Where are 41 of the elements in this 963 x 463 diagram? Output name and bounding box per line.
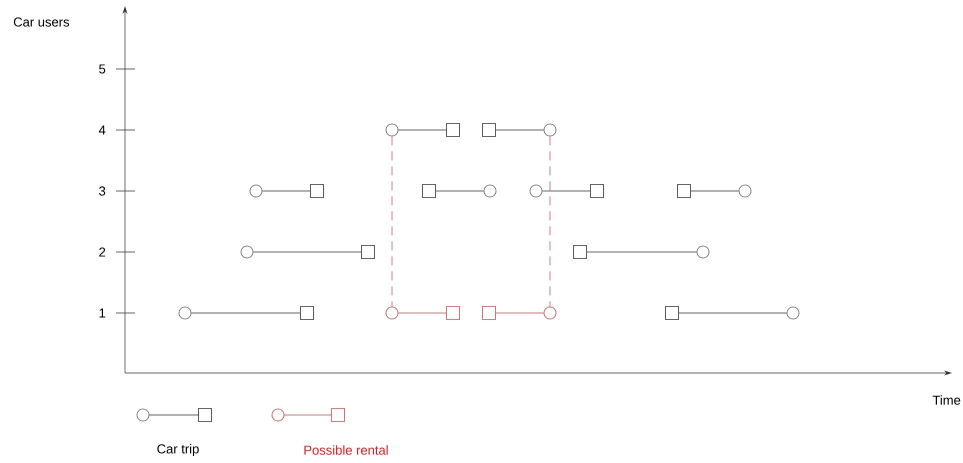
circle-marker <box>696 246 710 258</box>
square-marker <box>300 306 314 320</box>
circle-marker <box>240 246 254 258</box>
tick-label: 4 <box>98 126 106 134</box>
square-marker <box>665 306 679 320</box>
circle-marker <box>544 306 556 320</box>
trip-line <box>191 312 300 314</box>
legend-text: Possible rental <box>304 445 388 455</box>
circle-marker <box>544 124 556 136</box>
circle-marker <box>250 184 262 198</box>
square-marker <box>310 184 324 198</box>
square-marker <box>482 123 496 137</box>
circle-marker <box>484 184 496 198</box>
trip-line <box>496 312 544 314</box>
tick-label: 1 <box>100 308 106 318</box>
square-marker <box>590 184 604 198</box>
square-marker <box>677 184 691 198</box>
circle-marker <box>178 306 192 320</box>
circle-marker <box>530 184 542 198</box>
tick-label: 3 <box>99 186 106 196</box>
trip-line <box>436 190 484 192</box>
trip-line <box>398 312 446 314</box>
square-marker <box>446 306 460 320</box>
tick-label: 5 <box>99 64 106 74</box>
axis-title: Car users <box>14 17 70 27</box>
circle-marker <box>786 306 800 320</box>
trip-line <box>542 190 590 192</box>
circle-marker <box>738 184 752 198</box>
trip-line <box>690 190 739 192</box>
trip-line <box>678 312 787 314</box>
circle-marker <box>386 124 398 136</box>
square-marker <box>482 306 496 320</box>
square-marker <box>446 123 460 137</box>
square-marker <box>361 245 375 259</box>
square-marker <box>573 245 587 259</box>
square-marker <box>422 184 436 198</box>
legend-text: Car trip <box>157 444 199 456</box>
trip-line <box>262 190 310 192</box>
axis-title: Time <box>932 395 960 405</box>
tick-label: 2 <box>99 247 106 257</box>
circle-marker <box>386 306 398 320</box>
